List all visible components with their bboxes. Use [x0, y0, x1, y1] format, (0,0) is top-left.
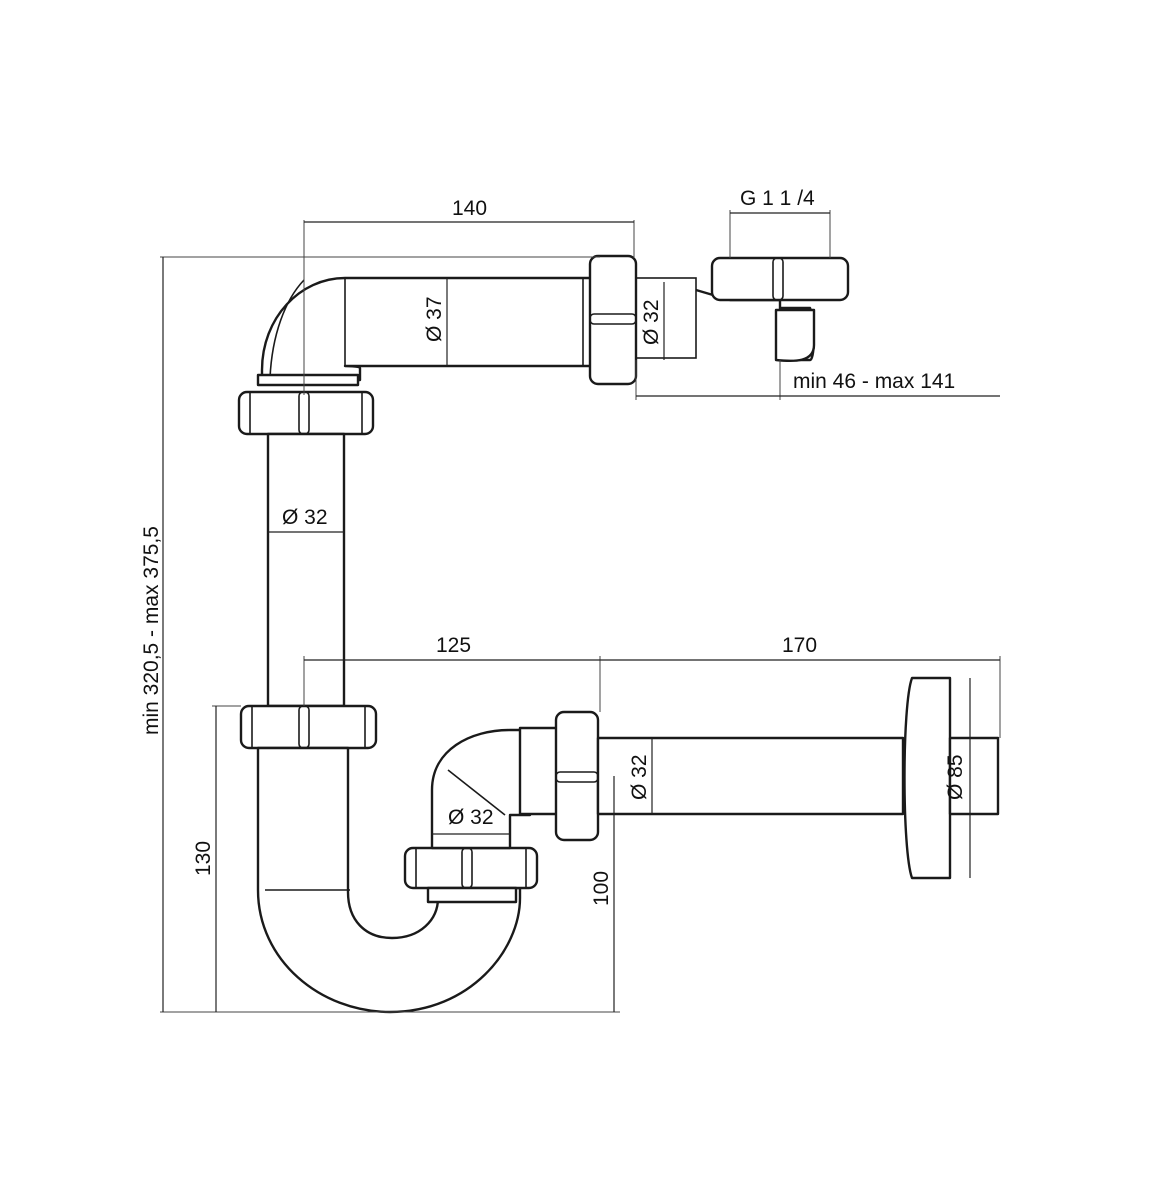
- outlet-nut: [554, 710, 600, 842]
- dim-rosette-diameter: Ø 85: [944, 754, 967, 800]
- dim-trap-height: 130: [192, 841, 215, 876]
- trap-nut: [403, 846, 539, 890]
- vertical-pipe: [266, 432, 346, 708]
- dim-trap-offset: 125: [436, 634, 471, 657]
- dim-outlet-length: 170: [782, 634, 817, 657]
- dim-top-length: 140: [452, 197, 487, 220]
- dimension-lines: [160, 210, 1001, 1013]
- trap-riser-elbow: [430, 728, 532, 850]
- dim-outlet-height: 100: [590, 871, 613, 906]
- siphon-parts: [237, 254, 1000, 1014]
- dim-total-height: min 320,5 - max 375,5: [140, 526, 163, 735]
- top-outlet-nut: [588, 254, 638, 386]
- wall-pipe-stub: [948, 736, 1000, 816]
- top-nut: [237, 390, 375, 436]
- dim-trap-inlet-diameter: Ø 32: [448, 806, 494, 829]
- dim-top-pipe-diameter: Ø 37: [423, 296, 446, 342]
- dim-thread: G 1 1 /4: [740, 187, 815, 210]
- g-thread-nut: [710, 256, 850, 302]
- outlet-pipe: [596, 736, 905, 816]
- thread-band: [256, 373, 360, 387]
- dim-outlet-diameter-top: Ø 32: [640, 299, 663, 345]
- u-trap: [256, 746, 522, 1014]
- wall-rosette: [903, 676, 952, 880]
- dim-outlet-pipe-diameter: Ø 32: [628, 754, 651, 800]
- dim-vertical-pipe-diameter: Ø 32: [282, 506, 328, 529]
- dimension-labels: 140 G 1 1 /4 Ø 37 Ø 32 min 46 - max 141 …: [140, 187, 967, 906]
- dim-adjust-range: min 46 - max 141: [793, 370, 955, 393]
